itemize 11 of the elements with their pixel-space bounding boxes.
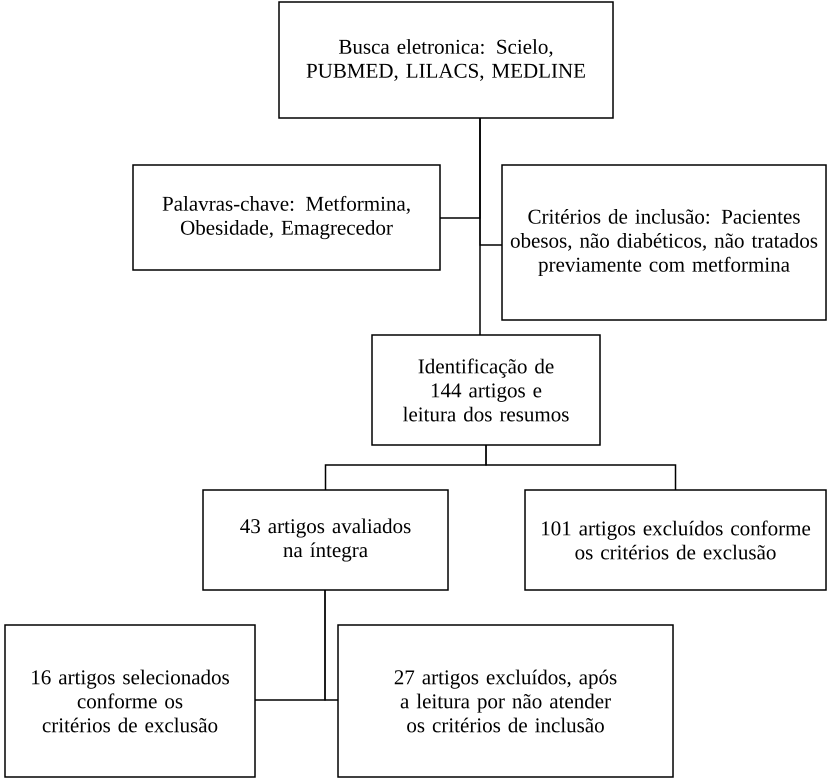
process-box: 101 artigos excluídos conforme os critérios de exclusão [524, 489, 827, 591]
process-box: Busca eletronica: Scielo, PUBMED, LILACS, MEDLINE [278, 1, 614, 119]
process-box: Palavras-chave: Metformina, Obesidade, Emagrecedor [132, 164, 441, 271]
process-box: 43 artigos avaliados na íntegra [202, 489, 449, 591]
process-box: Identificação de 144 artigos e leitura dos resumos [371, 334, 601, 446]
process-box: Critérios de inclusão: Pacientes obesos, não diabéticos, não tratados previamente com metformina [501, 164, 827, 321]
connector-line [324, 590, 338, 701]
connector-line [485, 445, 676, 490]
process-box: 16 artigos selecionados conforme os critérios de exclusão [4, 624, 256, 778]
connector-line [479, 118, 481, 335]
process-box: 27 artigos excluídos, após a leitura por não atender os critérios de inclusão [337, 624, 674, 778]
